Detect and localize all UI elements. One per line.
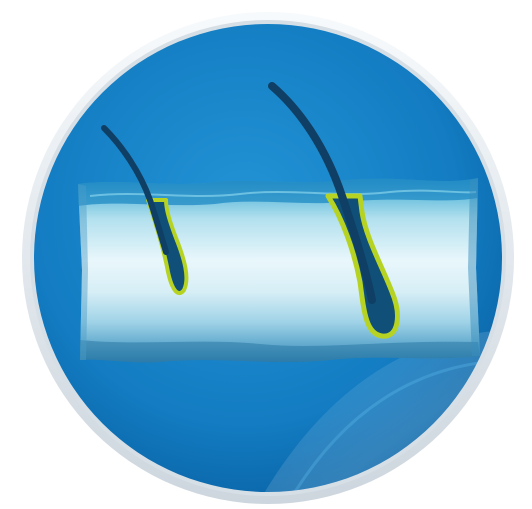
skin-cross-section: [78, 178, 480, 362]
